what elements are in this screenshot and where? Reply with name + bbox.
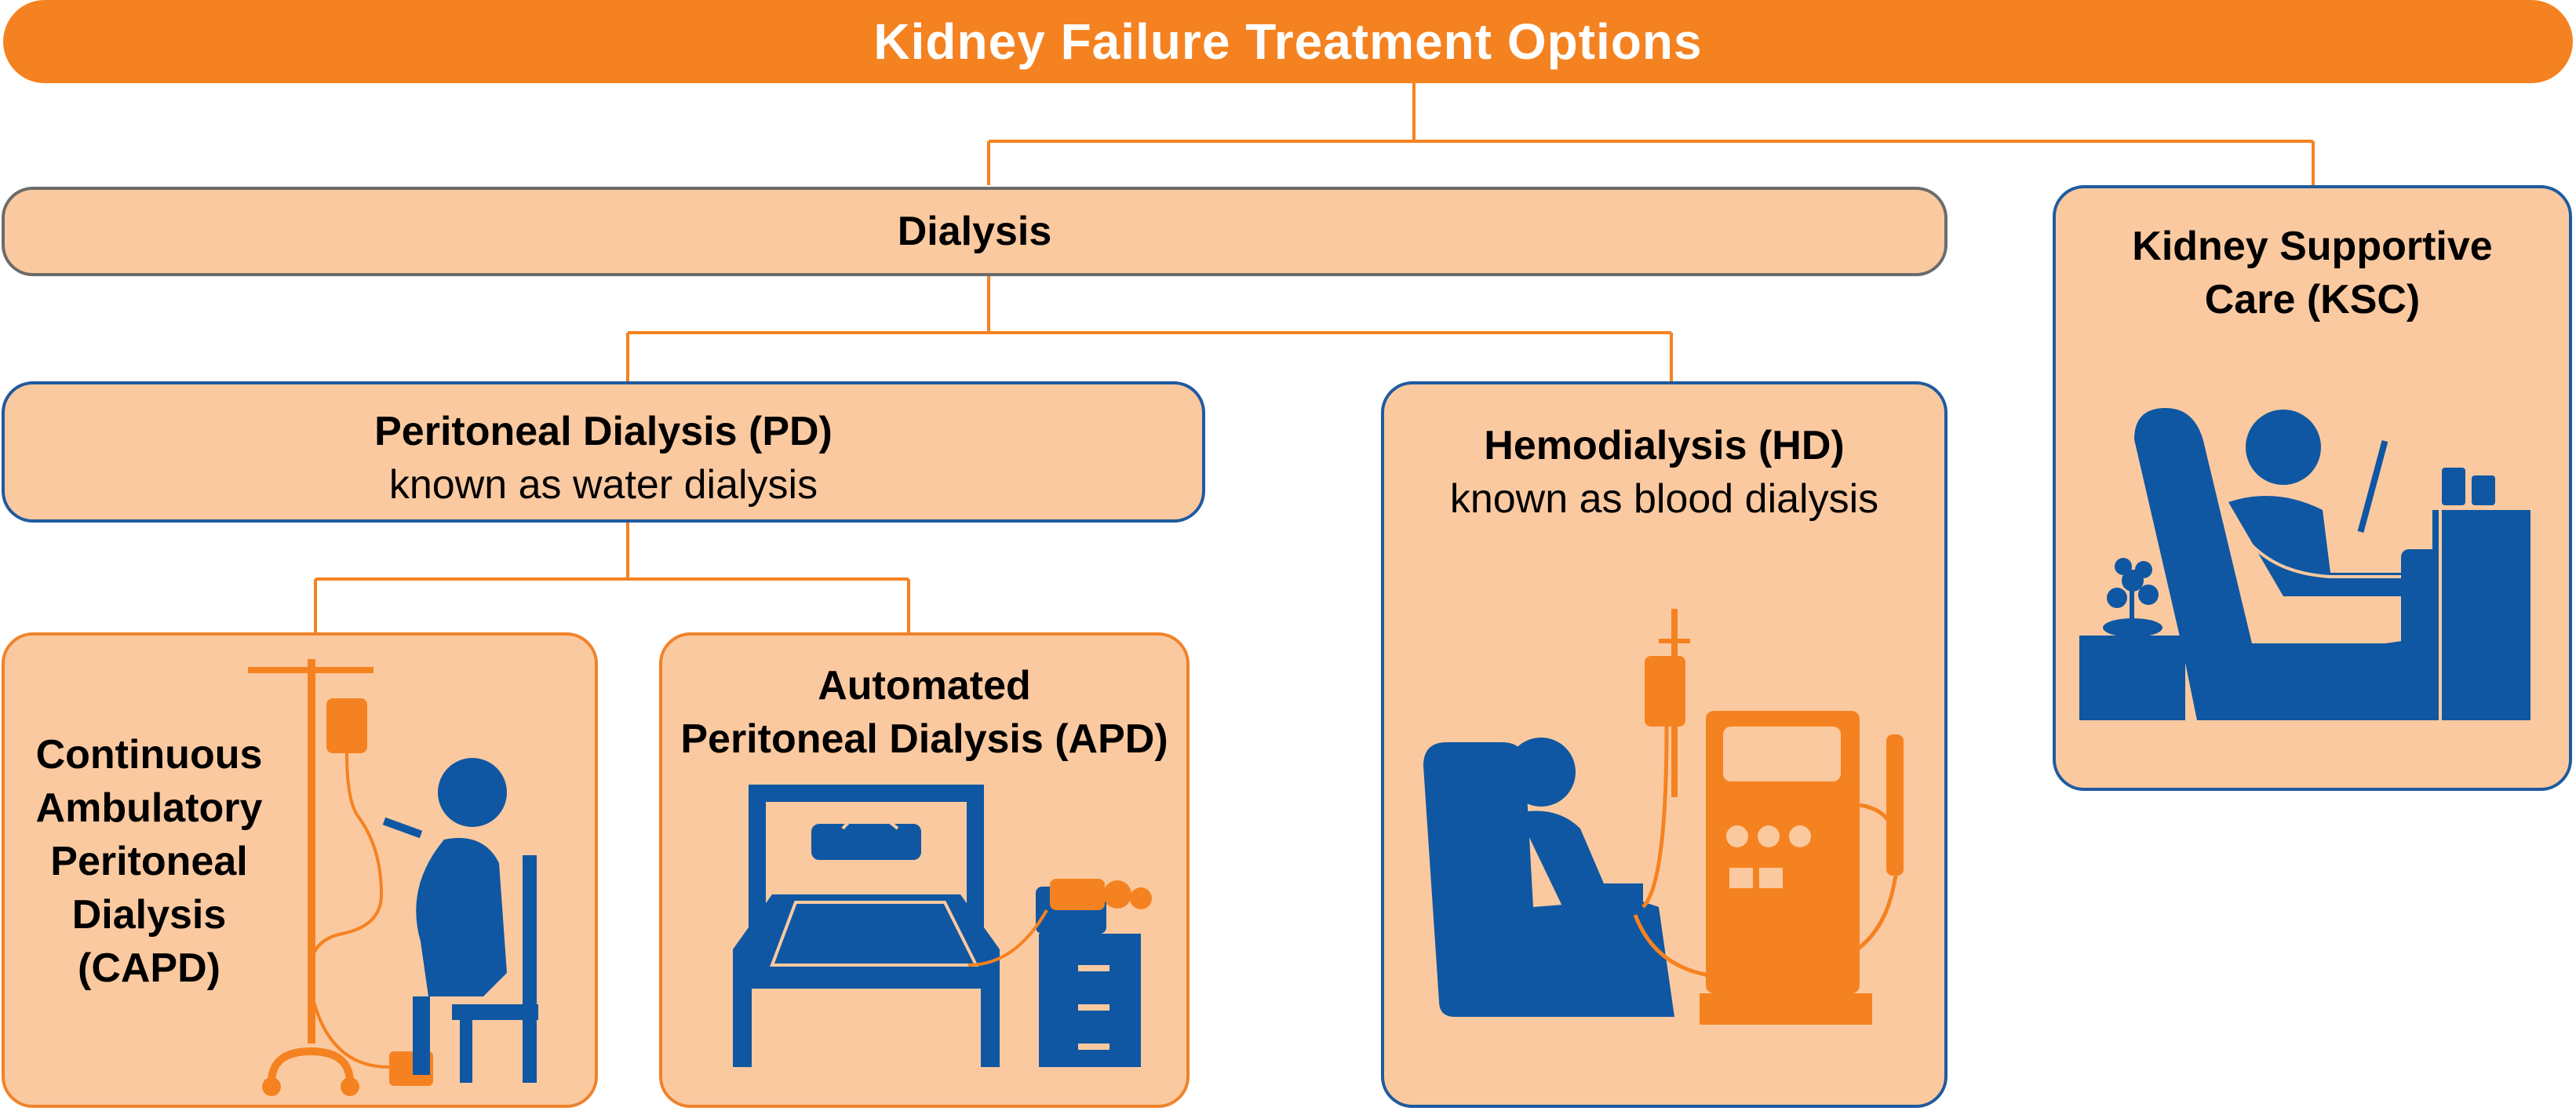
hd-subtitle: known as blood dialysis xyxy=(1449,476,1879,522)
pd-subtitle: known as water dialysis xyxy=(388,462,818,508)
capd-label-line5: (CAPD) xyxy=(78,945,220,991)
connector-title-split xyxy=(987,83,2315,185)
capd-label-line3: Peritoneal xyxy=(50,839,248,884)
connector-dialysis-split xyxy=(626,276,1673,381)
pd-title: Peritoneal Dialysis (PD) xyxy=(374,409,833,454)
capd-label-line4: Dialysis xyxy=(71,892,227,938)
connector-pd-split xyxy=(314,523,910,632)
dialysis-box: Dialysis xyxy=(2,187,1947,276)
dialysis-label: Dialysis xyxy=(897,209,1052,254)
ksc-label-line1: Kidney Supportive xyxy=(2132,224,2493,269)
hd-box: Hemodialysis (HD) known as blood dialysi… xyxy=(1381,381,1947,1108)
iv-pole-person-icon xyxy=(248,659,538,1096)
capd-label-line2: Ambulatory xyxy=(35,785,263,831)
ksc-label-line2: Care (KSC) xyxy=(2204,277,2421,322)
apd-label-line2: Peritoneal Dialysis (APD) xyxy=(680,716,1168,762)
apd-label-line1: Automated xyxy=(818,663,1031,708)
recliner-medications-icon xyxy=(2079,408,2530,720)
ksc-box: Kidney Supportive Care (KSC) xyxy=(2053,185,2572,791)
hd-title: Hemodialysis (HD) xyxy=(1484,423,1845,468)
dialysis-machine-icon xyxy=(1423,609,1904,1025)
page-title: Kidney Failure Treatment Options xyxy=(3,0,2573,83)
apd-box: Automated Peritoneal Dialysis (APD) xyxy=(659,632,1190,1108)
capd-box: Continuous Ambulatory Peritoneal Dialysi… xyxy=(2,632,598,1108)
capd-label-line1: Continuous xyxy=(35,732,263,778)
bed-cycler-icon xyxy=(733,785,1152,1067)
pd-box: Peritoneal Dialysis (PD) known as water … xyxy=(2,381,1205,523)
